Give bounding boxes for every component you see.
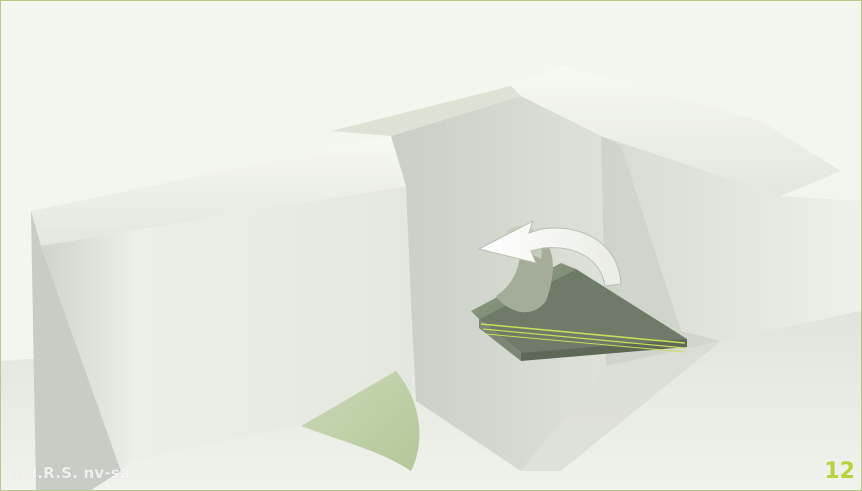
page-number: 12 (824, 459, 855, 484)
copyright-text: © I.R.S. nv-sa (11, 464, 130, 482)
